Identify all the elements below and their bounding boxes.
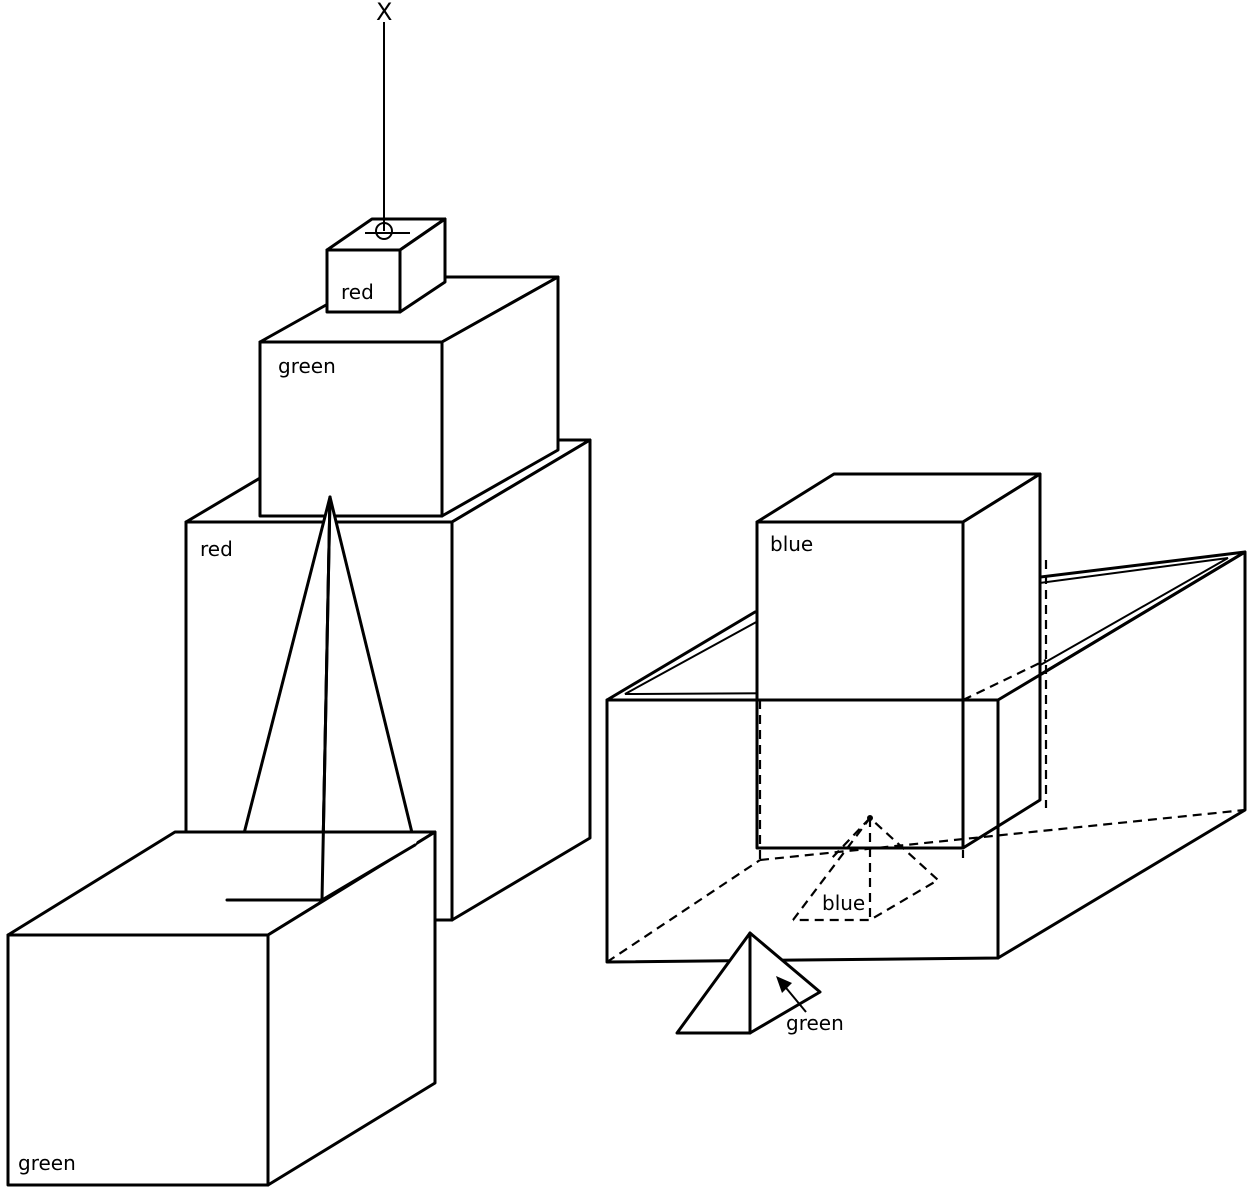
green-pyramid-arrow-head: [776, 976, 792, 993]
top-green-block-front: [258, 340, 444, 518]
box-hidden-edge-2: [759, 808, 1246, 862]
small-red-block-front: [325, 248, 402, 314]
front-green-block: green: [6, 830, 437, 1187]
tall-red-pyramid-base-overlap: [225, 495, 420, 902]
blue-block: blue: [755, 472, 1042, 850]
blue-pyramid-label: blue: [822, 891, 865, 915]
box-right-face: [996, 550, 1247, 960]
box-hidden-edge-1: [606, 859, 761, 963]
blue-pyramid-back-edge: [829, 817, 871, 861]
open-box-walls: [605, 550, 1247, 964]
green-small-pyramid: green: [675, 931, 844, 1035]
tall-red-block-side: [450, 438, 592, 922]
hand-grip-circle: [375, 222, 393, 240]
tall-red-block-label: red: [200, 537, 233, 561]
top-green-block-label: green: [278, 354, 336, 378]
blue-pyramid: blue: [792, 815, 940, 922]
green-pyramid-left-face: [675, 931, 752, 1035]
hand-marker: X: [376, 0, 392, 26]
front-green-block-label: green: [18, 1151, 76, 1175]
front-green-block-front: [6, 933, 270, 1187]
green-pyramid-label: green: [786, 1011, 844, 1035]
blue-block-side: [961, 472, 1042, 850]
blue-block-hidden-edge-3: [962, 659, 1047, 701]
small-red-block: red: [325, 217, 447, 314]
pyramid-overlap-fill: [300, 835, 420, 900]
pyramid-base-right-edge: [320, 843, 417, 902]
pyramid-mid-edge: [320, 495, 332, 902]
blue-block-front: [755, 520, 965, 850]
small-red-block-label: red: [341, 280, 374, 304]
hand: X: [365, 0, 410, 240]
blue-pyramid-apex: [867, 815, 873, 821]
blue-block-label: blue: [770, 532, 813, 556]
